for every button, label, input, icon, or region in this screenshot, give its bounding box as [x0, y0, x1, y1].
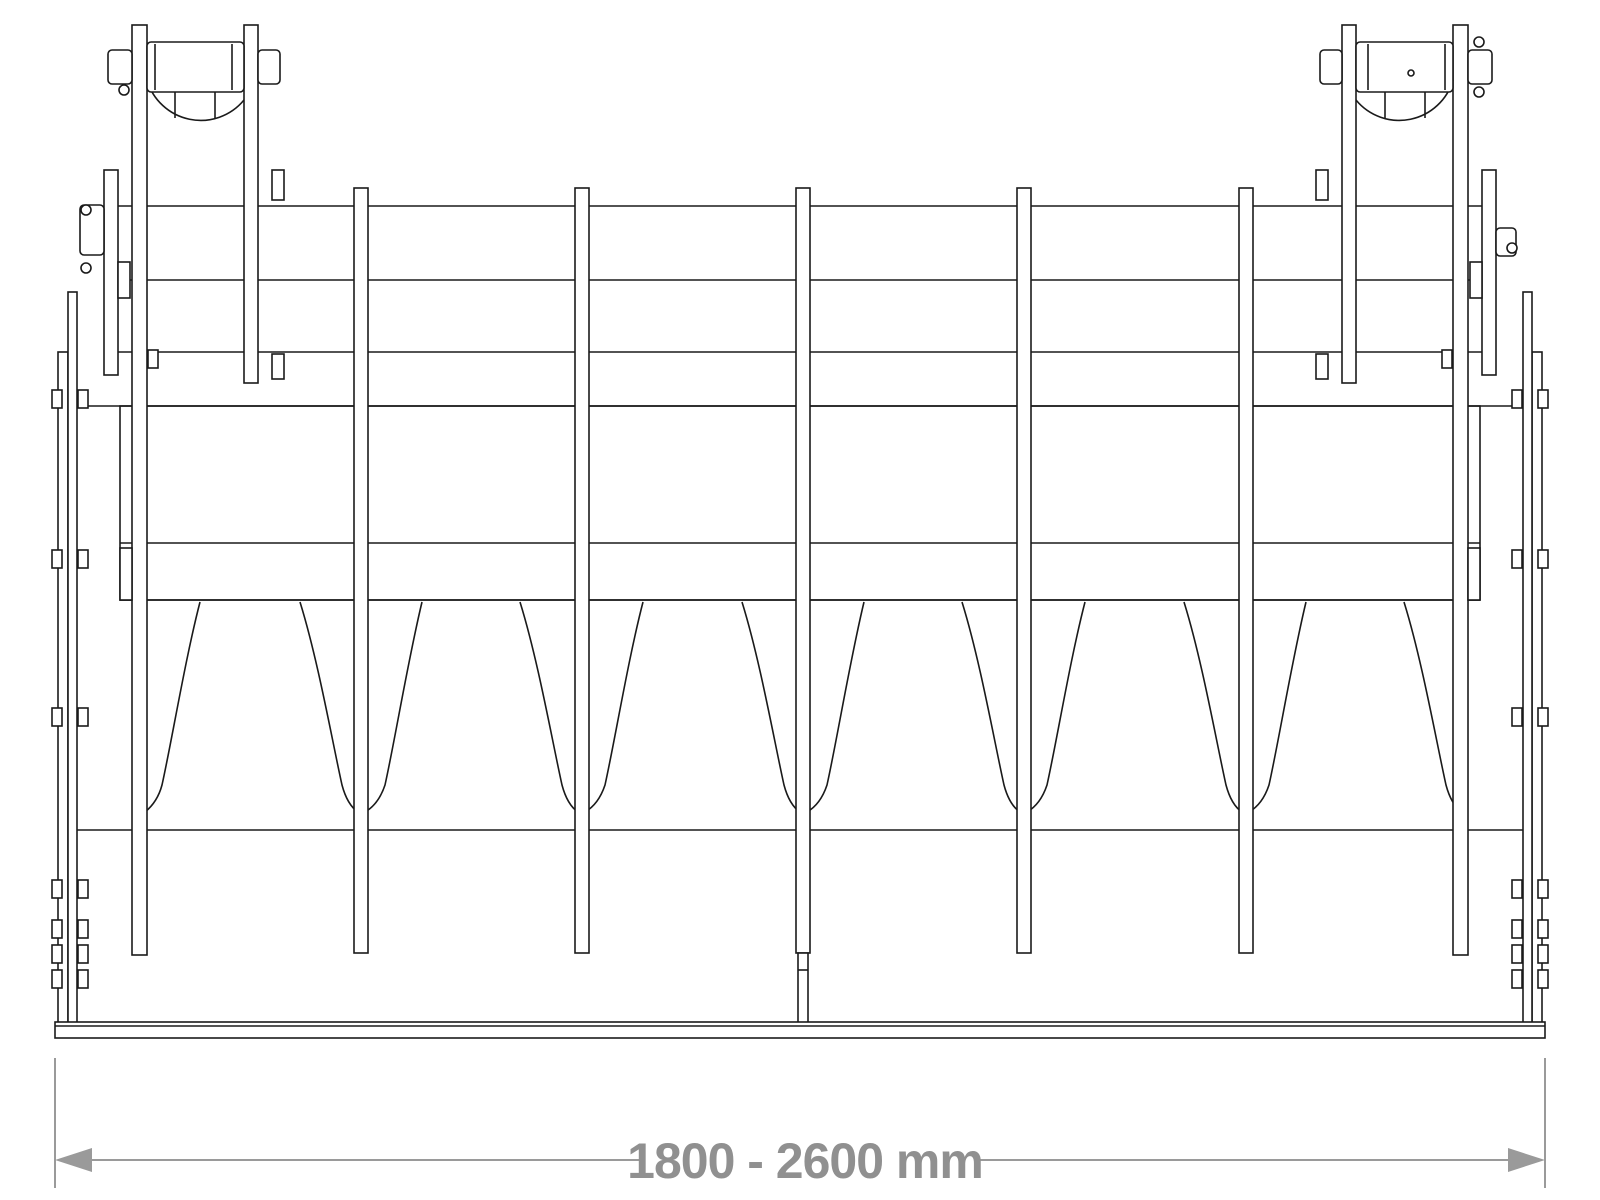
dimension-label: 1800 - 2600 mm	[627, 1133, 983, 1189]
dimension-arrow-left	[55, 1148, 92, 1172]
bucket-teeth	[144, 601, 1463, 813]
right-hinge-mount	[1319, 36, 1518, 369]
dimension-arrow-right	[1508, 1148, 1545, 1172]
left-bolts	[51, 389, 89, 989]
grab-tines	[353, 187, 1254, 1024]
cutting-edge	[54, 1021, 1546, 1039]
right-side-plate	[1315, 24, 1543, 1025]
left-side-plate	[57, 24, 285, 1025]
left-hinge-mount	[79, 41, 281, 369]
right-bolts	[1511, 389, 1549, 989]
width-dimension: 1800 - 2600 mm	[54, 1058, 1546, 1189]
